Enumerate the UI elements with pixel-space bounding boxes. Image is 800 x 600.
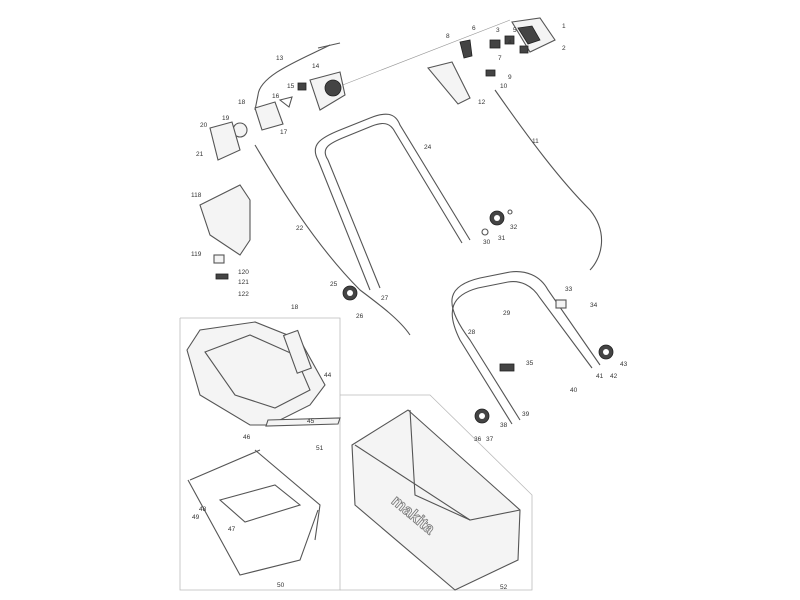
part-label: 20 — [200, 122, 208, 129]
part-label: 10 — [500, 83, 508, 90]
part-label: 51 — [316, 445, 324, 452]
adjuster-wheels — [342, 209, 614, 424]
part-label: 19 — [222, 115, 230, 122]
part-label: 6 — [472, 25, 476, 32]
part-label: 52 — [500, 584, 508, 591]
part-label: 47 — [228, 526, 236, 533]
part-label: 13 — [276, 55, 284, 62]
part-label: 26 — [356, 313, 364, 320]
part-label: 39 — [522, 411, 530, 418]
part-label: 28 — [468, 329, 476, 336]
part-label: 27 — [381, 295, 389, 302]
part-label: 50 — [277, 582, 285, 589]
part-label: 36 — [474, 436, 482, 443]
part-label: 122 — [238, 291, 249, 298]
part-label: 38 — [500, 422, 508, 429]
part-label: 49 — [192, 514, 200, 521]
upper-handle — [314, 113, 471, 291]
lower-handle — [451, 271, 601, 421]
part-label: 4 — [508, 39, 512, 46]
part-label: 7 — [498, 55, 502, 62]
part-label: 12 — [478, 99, 486, 106]
part-label: 37 — [486, 436, 494, 443]
part-label: 16 — [272, 93, 280, 100]
cable-13 — [254, 44, 331, 111]
part-label: 40 — [570, 387, 578, 394]
part-label: 18 — [238, 99, 246, 106]
part-label: 31 — [498, 235, 506, 242]
part-label: 118 — [191, 192, 202, 199]
part-label: 119 — [191, 251, 202, 258]
part-label: 25 — [330, 281, 338, 288]
part-label: 44 — [324, 372, 332, 379]
part-label: 14 — [312, 63, 320, 70]
part-label: 43 — [620, 361, 628, 368]
part-label: 45 — [307, 418, 315, 425]
part-label: 35 — [526, 360, 534, 367]
part-label: 11 — [532, 138, 539, 145]
part-label: 3 — [496, 27, 500, 34]
part-label: 2 — [562, 45, 566, 52]
part-label: 24 — [424, 144, 432, 151]
switch-box-part — [427, 17, 556, 105]
sub-assembly-frame-right — [340, 394, 533, 591]
part-label: 120 — [238, 269, 249, 276]
flap-118 — [199, 184, 251, 256]
rod-22 — [254, 144, 411, 336]
part-label: 29 — [503, 310, 511, 317]
part-label: 21 — [196, 151, 204, 158]
bag-frame — [187, 449, 321, 576]
part-label: 1 — [562, 23, 566, 30]
part-label: 9 — [508, 74, 512, 81]
part-label: 8 — [446, 33, 450, 40]
part-label: 41 — [596, 373, 604, 380]
part-label: 46 — [243, 434, 251, 441]
part-label: 33 — [565, 286, 573, 293]
part-label: 32 — [510, 224, 518, 231]
part-labels: 1 2 3 4 5 6 7 8 9 10 11 12 13 14 15 16 1… — [191, 23, 628, 591]
part-label: 17 — [280, 129, 288, 136]
grass-catcher: makita — [351, 409, 521, 591]
part-label: 30 — [483, 239, 491, 246]
part-label: 18 — [291, 304, 299, 311]
part-label: 48 — [199, 506, 207, 513]
part-label: 15 — [287, 83, 295, 90]
part-label: 42 — [610, 373, 618, 380]
motor-housing-part — [209, 71, 346, 161]
part-label: 22 — [296, 225, 304, 232]
cable-11 — [494, 89, 603, 271]
part-label: 5 — [513, 27, 517, 34]
part-label: 121 — [238, 279, 249, 286]
part-label: 34 — [590, 302, 598, 309]
